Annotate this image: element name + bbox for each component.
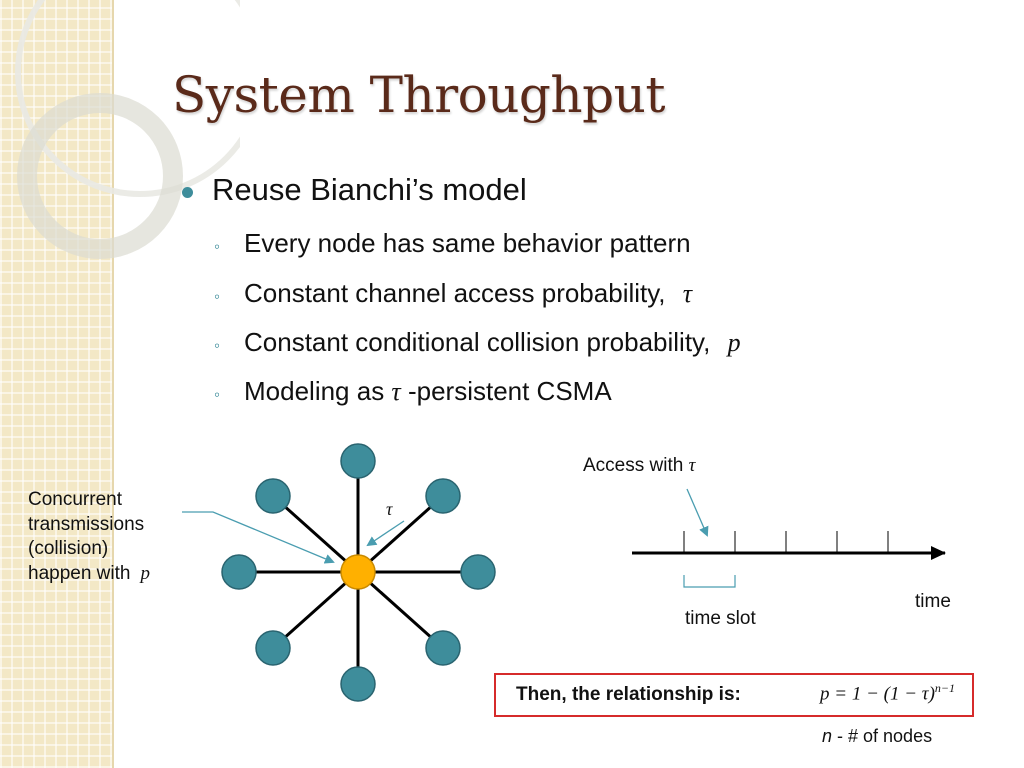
formula-exponent: n−1 xyxy=(934,681,956,695)
tau-label: τ xyxy=(386,499,393,519)
formula-expr: p = 1 − (1 − τ) xyxy=(820,683,935,705)
p-symbol: p xyxy=(140,563,150,585)
star-network xyxy=(221,443,496,702)
sub-bullet-marker: ◦ xyxy=(214,287,221,306)
collision-label-text: happen with xyxy=(28,563,131,585)
network-link xyxy=(357,494,444,574)
tau-symbol: τ xyxy=(391,377,401,406)
sub-bullet-1: Every node has same behavior pattern xyxy=(244,228,691,259)
collision-label-line: transmissions xyxy=(28,513,145,535)
tau-arrow xyxy=(366,520,405,547)
network-link xyxy=(272,494,359,574)
network-node xyxy=(340,443,376,479)
main-bullet: Reuse Bianchi’s model xyxy=(212,172,527,207)
sub-bullet-marker: ◦ xyxy=(214,385,221,404)
network-node xyxy=(221,554,257,590)
tau-symbol: τ xyxy=(682,279,693,308)
p-symbol: p xyxy=(727,328,741,357)
collision-label: Concurrent transmissions (collision) hap… xyxy=(28,488,150,587)
collision-label-line: happen with p xyxy=(28,562,150,587)
tau-symbol: τ xyxy=(688,455,696,476)
network-node xyxy=(340,666,376,702)
modeling-prefix: Modeling as xyxy=(244,376,392,406)
network-node xyxy=(425,630,461,666)
formula-box: Then, the relationship is: p = 1 − (1 − … xyxy=(494,673,974,717)
nodes-note: n - # of nodes xyxy=(822,725,932,748)
formula-expression: p = 1 − (1 − τ)n−1 xyxy=(820,681,955,705)
sub-bullet-4: Modeling as τ -persistent CSMA xyxy=(244,376,612,407)
slide-title: System Throughput xyxy=(172,66,665,124)
network-node xyxy=(460,554,496,590)
time-axis-label: time xyxy=(915,591,951,612)
formula-lead: Then, the relationship is: xyxy=(516,684,741,705)
access-label-text: Access with xyxy=(583,455,689,476)
timeline xyxy=(632,488,946,588)
decorative-rings xyxy=(15,0,240,259)
access-arrow xyxy=(686,488,709,537)
network-node xyxy=(425,478,461,514)
modeling-suffix: -persistent CSMA xyxy=(400,376,612,406)
sub-bullet-text: Constant channel access probability, xyxy=(244,278,673,308)
n-variable: n xyxy=(822,726,833,746)
sub-bullet-text: Every node has same behavior pattern xyxy=(244,228,691,258)
collision-label-line: (collision) xyxy=(28,538,109,560)
time-slot-label: time slot xyxy=(685,608,756,629)
network-link xyxy=(357,570,444,650)
slot-bracket xyxy=(683,575,736,588)
sub-bullet-2: Constant channel access probability, τ xyxy=(244,278,692,309)
sub-bullet-marker: ◦ xyxy=(214,237,221,256)
sidebar-edge xyxy=(112,0,114,768)
sub-bullet-3: Constant conditional collision probabili… xyxy=(244,327,741,358)
sub-bullet-marker: ◦ xyxy=(214,336,221,355)
nodes-note-text: - # of nodes xyxy=(832,726,933,746)
center-node xyxy=(340,554,376,590)
collision-callout-arrow xyxy=(182,511,335,564)
collision-label-line: Concurrent xyxy=(28,489,122,510)
network-node xyxy=(255,478,291,514)
bullet-dot xyxy=(182,187,193,198)
sub-bullet-text: Constant conditional collision probabili… xyxy=(244,327,718,357)
access-label: Access with τ xyxy=(583,454,695,479)
network-node xyxy=(255,630,291,666)
network-link xyxy=(272,570,359,650)
